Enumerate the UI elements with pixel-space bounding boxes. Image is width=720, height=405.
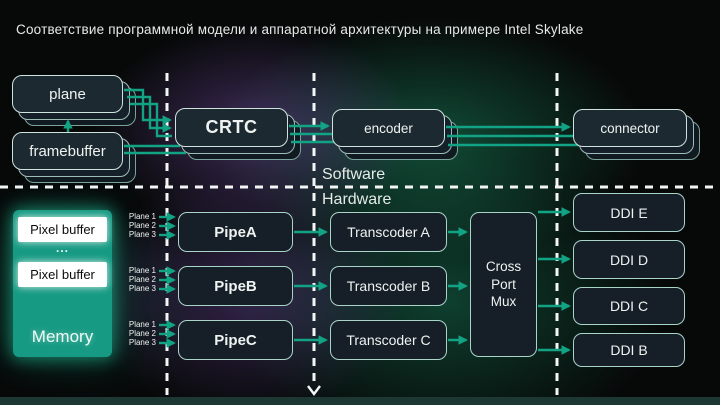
node-pipe-a: PipeA [178, 212, 293, 252]
slide-title: Соответствие программной модели и аппара… [16, 22, 584, 37]
pipea-input-plane3-label: Plane 3 [128, 230, 156, 239]
node-transcoder-a: Transcoder A [330, 212, 447, 252]
pixel-buffer-ellipsis: ... [55, 241, 69, 255]
software-flow-lines [63, 88, 582, 155]
memory-block: Pixel buffer ... Pixel buffer Memory [13, 210, 112, 357]
pixel-buffer-top: Pixel buffer [18, 217, 107, 242]
plane-to-crtc-line-3 [130, 102, 172, 138]
node-plane: plane [12, 75, 123, 113]
node-ddi-d: DDI D [573, 240, 685, 279]
pipec-input-plane1-label: Plane 1 [128, 320, 156, 329]
node-transcoder-b: Transcoder B [330, 266, 447, 306]
node-cross-port-mux: Cross Port Mux [470, 212, 537, 357]
node-connector: connector [573, 109, 687, 147]
node-crtc: CRTC [175, 108, 288, 147]
hardware-section-label: Hardware [322, 191, 392, 208]
memory-label: Memory [31, 327, 94, 346]
node-ddi-e: DDI E [573, 193, 685, 232]
pipeb-input-plane3-label: Plane 3 [128, 284, 156, 293]
node-pipe-c: PipeC [178, 320, 293, 360]
node-framebuffer: framebuffer [12, 132, 123, 170]
pipec-input-plane2-label: Plane 2 [128, 329, 156, 338]
node-encoder: encoder [332, 109, 445, 147]
bottom-accent-bar [0, 397, 720, 405]
pipec-input-plane3-label: Plane 3 [128, 338, 156, 347]
pixel-buffer-bottom: Pixel buffer [18, 262, 107, 287]
pipea-input-plane1-label: Plane 1 [128, 212, 156, 221]
node-ddi-c: DDI C [573, 287, 685, 325]
node-ddi-b: DDI B [573, 333, 685, 367]
hardware-flow-lines [159, 207, 571, 355]
pipeb-input-plane1-label: Plane 1 [128, 266, 156, 275]
pipea-input-plane2-label: Plane 2 [128, 221, 156, 230]
node-pipe-b: PipeB [178, 266, 293, 306]
separator-lines [0, 73, 720, 396]
pipeb-input-plane2-label: Plane 2 [128, 275, 156, 284]
plane-to-crtc-line-2 [127, 95, 172, 133]
dashed-divider-arrowhead [307, 385, 321, 396]
node-transcoder-c: Transcoder C [330, 320, 447, 360]
software-section-label: Software [322, 166, 386, 183]
